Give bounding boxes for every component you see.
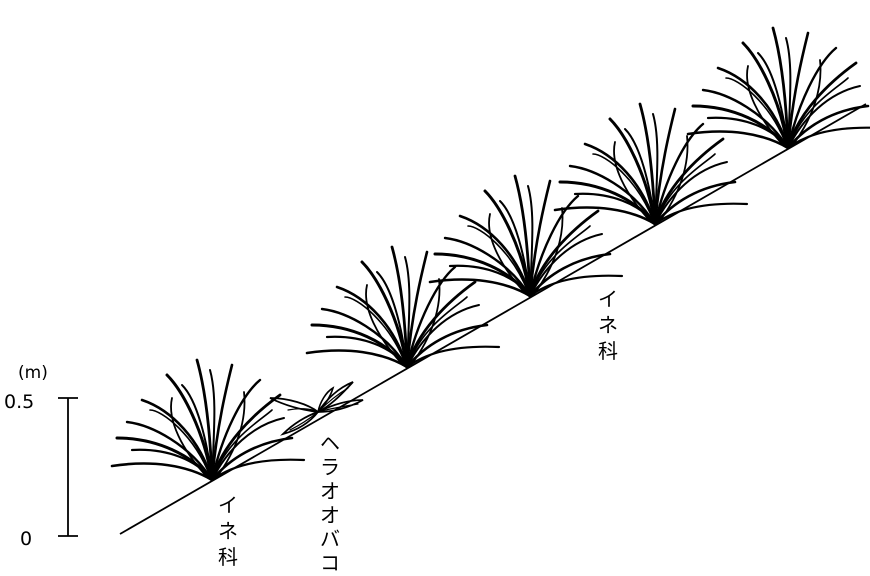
- scale-unit-label: (m): [18, 363, 48, 383]
- label-char: イ: [598, 287, 618, 311]
- label-char: 科: [598, 339, 618, 363]
- label-grass-upper: イ ネ 科: [598, 287, 618, 363]
- slope-ground-line: [119, 103, 867, 535]
- label-char: バ: [320, 527, 340, 551]
- grass-tuft-icon: [305, 245, 501, 369]
- grass-tuft-icon: [110, 358, 306, 482]
- plantain-rosette-icon: [269, 381, 364, 435]
- scale-top-label: 0.5: [4, 391, 34, 413]
- plants: [110, 26, 870, 482]
- label-char: ラ: [320, 455, 340, 479]
- label-char: オ: [320, 503, 340, 527]
- label-char: ネ: [598, 313, 618, 337]
- label-char: イ: [218, 493, 238, 517]
- label-grass-lower: イ ネ 科: [218, 493, 238, 569]
- grass-tuft-icon: [553, 102, 749, 226]
- grass-tuft-icon: [686, 26, 870, 150]
- label-char: ネ: [218, 519, 238, 543]
- label-char: コ: [320, 551, 340, 575]
- height-scale-bar: (m) 0.5 0: [4, 363, 78, 550]
- scale-bottom-label: 0: [20, 528, 32, 550]
- label-char: ヘ: [320, 431, 340, 455]
- label-char: 科: [218, 545, 238, 569]
- label-plantain: ヘ ラ オ オ バ コ: [320, 431, 340, 575]
- label-char: オ: [320, 479, 340, 503]
